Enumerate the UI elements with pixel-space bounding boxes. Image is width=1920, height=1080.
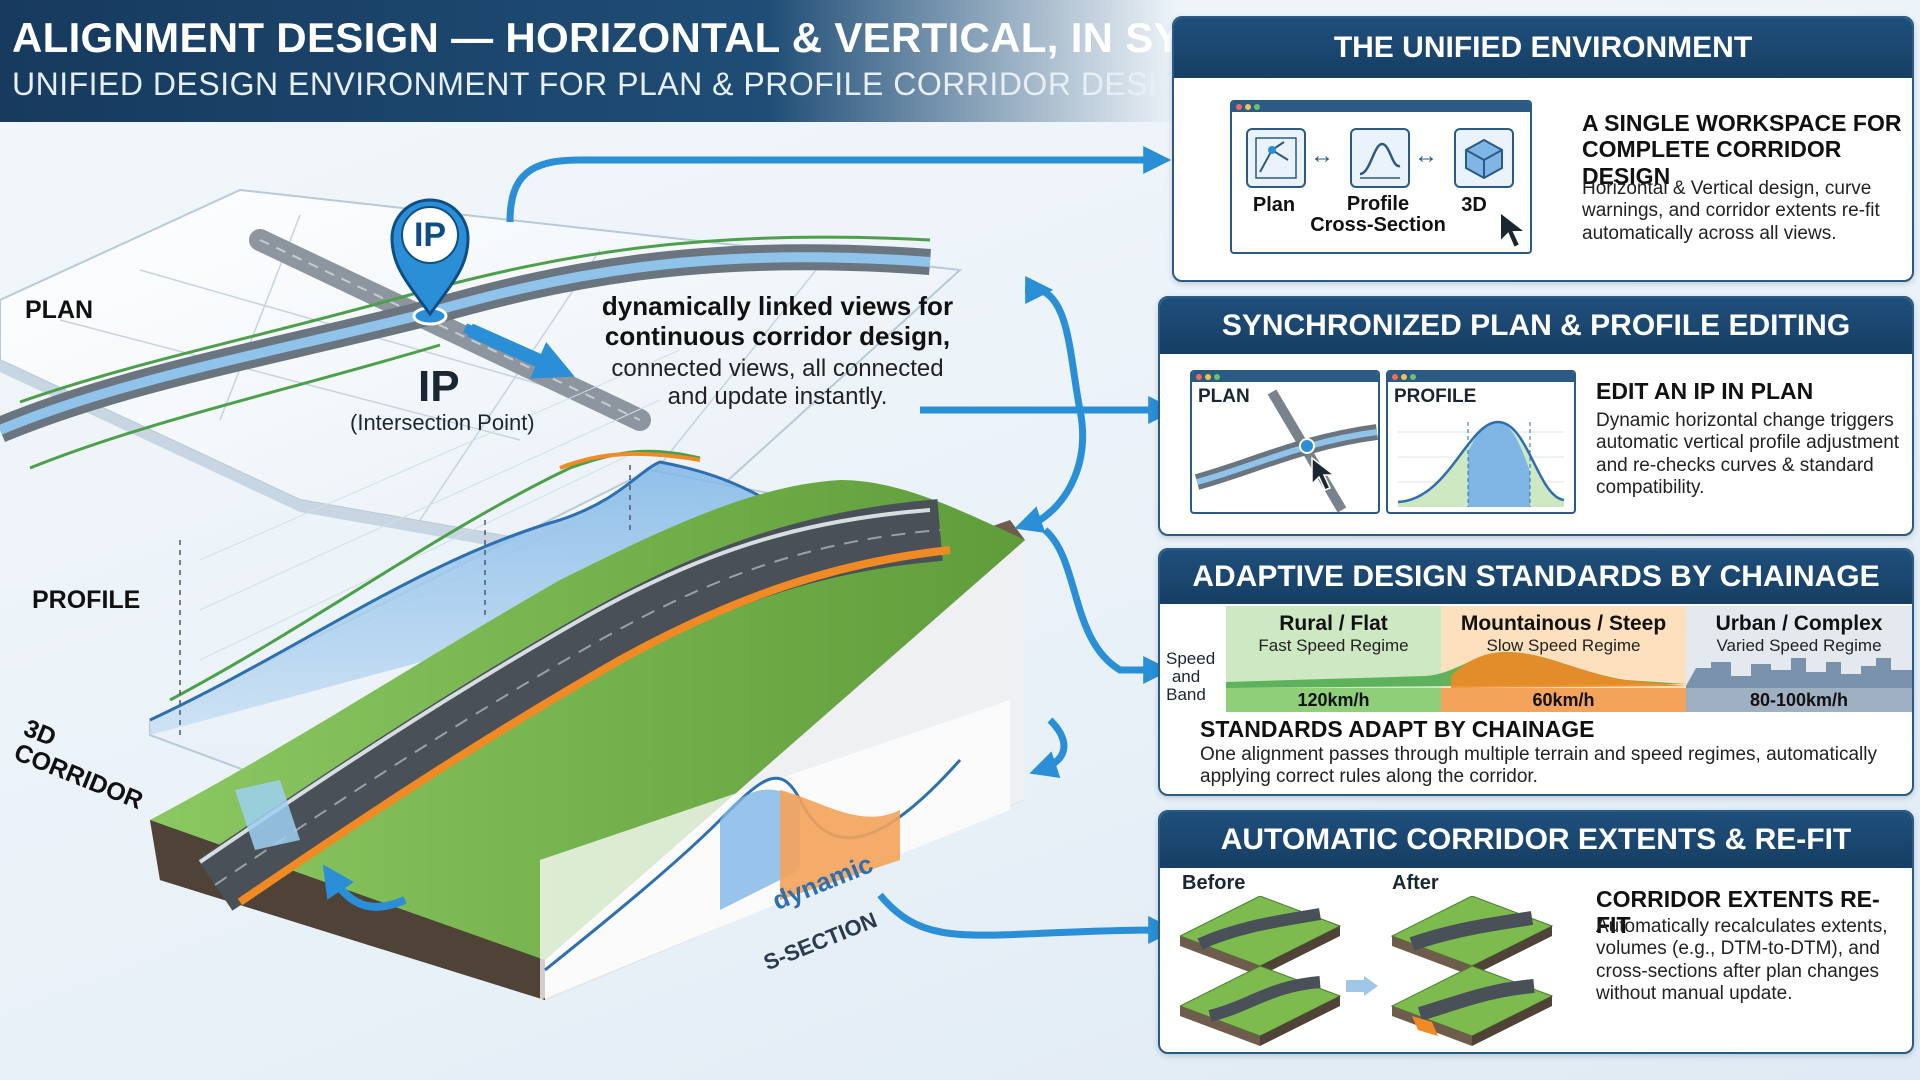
sync-profile-tab: PROFILE — [1394, 386, 1477, 407]
page-subtitle: UNIFIED DESIGN ENVIRONMENT FOR PLAN & PR… — [12, 66, 1207, 102]
speed-mountainous: 60km/h — [1441, 688, 1686, 712]
panel-unified-header: THE UNIFIED ENVIRONMENT — [1174, 18, 1912, 78]
unified-heading: A SINGLE WORKSPACE FOR COMPLETE CORRIDOR… — [1582, 110, 1902, 189]
chainage-strip: Rural / Flat Fast Speed Regime Mountaino… — [1226, 606, 1912, 712]
adaptive-body: One alignment passes through multiple te… — [1200, 744, 1877, 788]
view-link-icon: ↔ — [1310, 142, 1334, 169]
cursor-icon — [1311, 456, 1337, 491]
ip-pin-label: IP — [413, 216, 447, 254]
refit-body: Automatically recalculates extents, volu… — [1596, 916, 1888, 1005]
panel-sync-header: SYNCHRONIZED PLAN & PROFILE EDITING — [1160, 298, 1912, 354]
corridor-3d — [150, 480, 1025, 1000]
sync-body: Dynamic horizontal change triggers autom… — [1596, 410, 1900, 499]
panel-unified-environment: THE UNIFIED ENVIRONMENT ↔ ↔ Plan Profile… — [1172, 16, 1914, 282]
3d-view-icon[interactable] — [1454, 128, 1514, 188]
refit-heading: CORRIDOR EXTENTS RE-FIT — [1596, 886, 1880, 939]
adaptive-heading: STANDARDS ADAPT BY CHAINAGE — [1200, 716, 1595, 742]
panel-corridor-refit: AUTOMATIC CORRIDOR EXTENTS & RE-FIT Befo… — [1158, 810, 1914, 1054]
sync-plan-window: PLAN — [1190, 370, 1380, 514]
ip-caption: (Intersection Point) — [350, 410, 535, 435]
speed-band-label: Speed and Band — [1166, 649, 1216, 704]
connector-arrows — [506, 146, 1177, 945]
panel-sync-editing: SYNCHRONIZED PLAN & PROFILE EDITING PLAN… — [1158, 296, 1914, 536]
sync-profile-window: PROFILE — [1386, 370, 1576, 514]
title-band — [0, 0, 1180, 122]
3d-view-caption: 3D — [1461, 194, 1487, 216]
speed-urban: 80-100km/h — [1686, 688, 1912, 712]
before-label: Before — [1182, 872, 1246, 894]
unified-window: ↔ ↔ Plan Profile Cross-Section 3D — [1230, 100, 1532, 254]
ip-title: IP — [418, 362, 460, 411]
linked-views-body: connected views, all connected and updat… — [611, 355, 944, 410]
refit-illustration — [1180, 896, 1554, 1046]
panel-refit-header: AUTOMATIC CORRIDOR EXTENTS & RE-FIT — [1160, 812, 1912, 868]
linked-views-heading: dynamically linked views for continuous … — [601, 291, 954, 351]
ip-arrow — [467, 323, 563, 377]
profile-label: PROFILE — [32, 586, 141, 614]
unified-body: Horizontal & Vertical design, curve warn… — [1582, 178, 1880, 244]
speed-rural: 120km/h — [1226, 688, 1441, 712]
cursor-icon — [1499, 210, 1529, 250]
sync-plan-tab: PLAN — [1198, 386, 1250, 407]
profile-view-icon[interactable] — [1350, 128, 1410, 188]
plan-view-icon[interactable] — [1246, 128, 1306, 188]
plan-view-caption: Plan — [1252, 194, 1296, 216]
after-label: After — [1392, 872, 1439, 894]
profile-view-caption: Profile Cross-Section — [1310, 193, 1446, 236]
page-title: ALIGNMENT DESIGN — HORIZONTAL & VERTICAL… — [12, 14, 1244, 61]
panel-adaptive-standards: ADAPTIVE DESIGN STANDARDS BY CHAINAGE Sp… — [1158, 548, 1914, 796]
view-link-icon: ↔ — [1414, 142, 1438, 169]
sync-heading: EDIT AN IP IN PLAN — [1596, 378, 1814, 404]
plan-label: PLAN — [25, 296, 94, 324]
panel-adaptive-header: ADAPTIVE DESIGN STANDARDS BY CHAINAGE — [1160, 550, 1912, 604]
